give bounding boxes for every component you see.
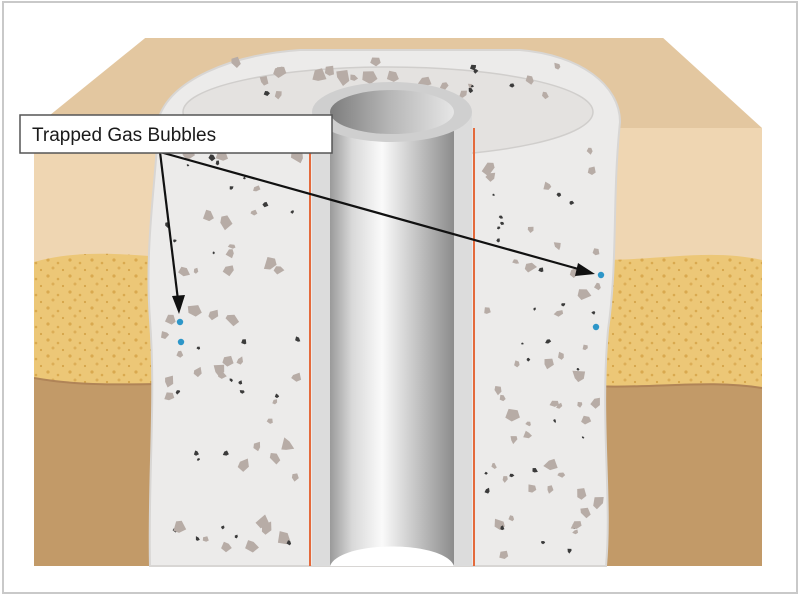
gas-bubble	[598, 272, 604, 278]
gas-bubble	[178, 339, 184, 345]
pipe-bore	[330, 90, 454, 134]
pipe-body	[330, 112, 454, 566]
callout-label: Trapped Gas Bubbles	[32, 125, 216, 146]
gas-bubble	[177, 319, 183, 325]
gas-bubble	[593, 324, 599, 330]
